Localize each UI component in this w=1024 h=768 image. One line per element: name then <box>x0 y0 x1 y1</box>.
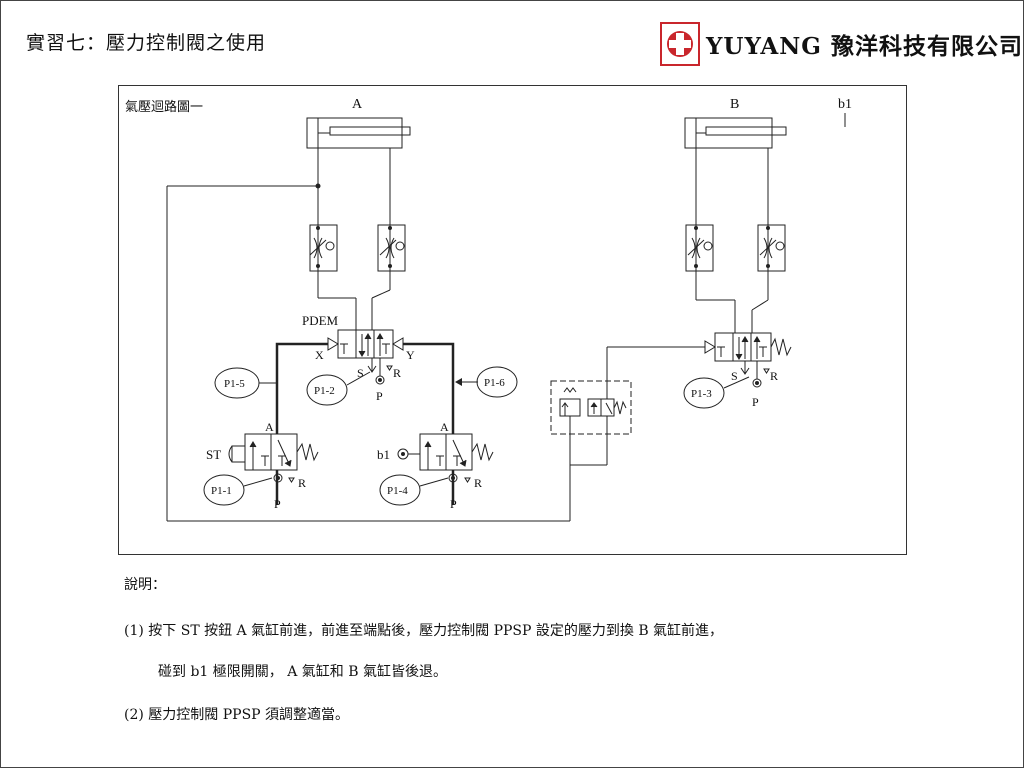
p1-5-label: P1-5 <box>224 378 245 390</box>
note-line-3: (2) 壓力控制閥 PPSP 須調整適當。 <box>124 707 350 723</box>
b-valve-s-label: S <box>731 369 738 383</box>
b-main-valve <box>704 332 792 362</box>
p1-1-label: P1-1 <box>211 485 232 497</box>
st-button-label: ST <box>206 447 221 462</box>
p1-4-label: P1-4 <box>387 485 408 497</box>
st-valve-a-label: A <box>265 420 274 434</box>
b1-r-label: R <box>474 476 482 490</box>
note-line-2: 碰到 b1 極限開關， A 氣缸和 B 氣缸皆後退。 <box>158 664 447 680</box>
y-port-label: Y <box>406 348 415 362</box>
r-port-label: R <box>393 366 401 380</box>
note-line-1: (1) 按下 ST 按鈕 A 氣缸前進，前進至端點後，壓力控制閥 PPSP 設定… <box>124 623 724 639</box>
p-port-label: P <box>376 389 383 403</box>
circuit-diagram: 氣壓迴路圖一 <box>118 85 907 555</box>
b1-p-label: P <box>450 497 457 511</box>
p1-6-label: P1-6 <box>484 377 505 389</box>
cylinder-b-label: B <box>730 97 739 112</box>
p1-2-label: P1-2 <box>314 385 335 397</box>
b-valve-r-label: R <box>770 369 778 383</box>
flow-control-valve-a1 <box>309 224 338 272</box>
b1-switch-label: b1 <box>377 447 390 462</box>
p1-3-label: P1-3 <box>691 388 712 400</box>
pdem-valve <box>327 329 404 359</box>
notes-heading: 說明： <box>124 577 166 593</box>
st-valve <box>228 433 319 471</box>
flow-control-valve-b2 <box>757 224 786 272</box>
s-port-label: S <box>357 366 364 380</box>
company-logo: YUYANG 豫洋科技有限公司 <box>660 22 1023 66</box>
flow-control-valve-b1 <box>685 224 714 272</box>
x-port-label: X <box>315 348 324 362</box>
st-r-label: R <box>298 476 306 490</box>
ppsp-pressure-control-valve <box>550 380 632 466</box>
company-name: YUYANG 豫洋科技有限公司 <box>706 33 1023 60</box>
circuit-title: 氣壓迴路圖一 <box>125 100 204 115</box>
st-p-label: P <box>274 497 281 511</box>
page-title: 實習七：壓力控制閥之使用 <box>26 32 267 54</box>
b1-valve-a-label: A <box>440 420 449 434</box>
b1-valve <box>397 433 494 471</box>
cylinder-a <box>306 117 411 149</box>
b-valve-p-label: P <box>752 395 759 409</box>
flow-control-valve-a2 <box>377 224 406 272</box>
b1-limit-label: b1 <box>838 97 852 112</box>
cylinder-b <box>684 117 787 149</box>
cylinder-a-label: A <box>352 97 363 112</box>
pdem-label: PDEM <box>302 313 339 328</box>
logo-cross-icon <box>660 22 700 66</box>
